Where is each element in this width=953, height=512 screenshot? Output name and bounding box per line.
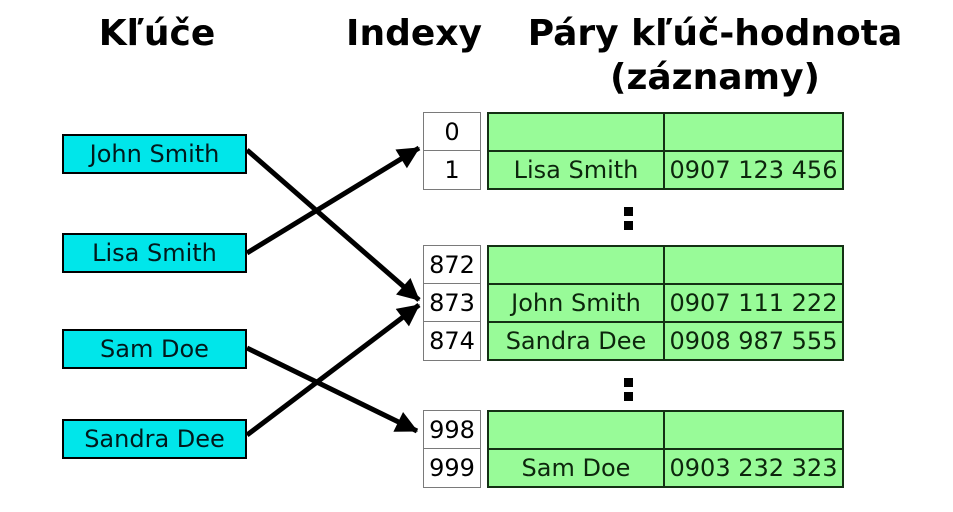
bucket-row: 872 bbox=[423, 245, 844, 285]
key-box-sandra-dee: Sandra Dee bbox=[62, 419, 247, 459]
pairs-heading-line2: (záznamy) bbox=[609, 57, 820, 98]
arrow-lisa-smith-to-1 bbox=[245, 145, 421, 256]
index-cell: 872 bbox=[423, 245, 481, 285]
bucket-row: 873 John Smith 0907 111 222 bbox=[423, 283, 844, 323]
key-cell: John Smith bbox=[487, 283, 665, 323]
value-cell: 0903 232 323 bbox=[663, 448, 844, 488]
index-cell: 1 bbox=[423, 150, 481, 190]
key-label: Sandra Dee bbox=[84, 425, 225, 453]
key-cell bbox=[487, 245, 665, 285]
bucket-row: 999 Sam Doe 0903 232 323 bbox=[423, 448, 844, 488]
key-cell bbox=[487, 410, 665, 450]
index-cell: 999 bbox=[423, 448, 481, 488]
key-box-lisa-smith: Lisa Smith bbox=[62, 233, 247, 273]
arrow-john-smith-to-873 bbox=[245, 148, 421, 302]
bucket-row: 0 bbox=[423, 112, 844, 152]
indexes-heading: Indexy bbox=[346, 13, 482, 54]
value-cell bbox=[663, 245, 844, 285]
value-cell bbox=[663, 112, 844, 152]
key-cell: Sandra Dee bbox=[487, 321, 665, 361]
pairs-heading-line1: Páry kľúč-hodnota bbox=[527, 13, 903, 54]
bucket-group-0-1: 0 1 Lisa Smith 0907 123 456 bbox=[423, 112, 844, 190]
value-cell: 0907 111 222 bbox=[663, 283, 844, 323]
key-box-sam-doe: Sam Doe bbox=[62, 329, 247, 369]
bucket-group-872-874: 872 873 John Smith 0907 111 222 874 Sand… bbox=[423, 245, 844, 361]
key-label: Lisa Smith bbox=[92, 239, 217, 267]
key-cell bbox=[487, 112, 665, 152]
key-cell: Sam Doe bbox=[487, 448, 665, 488]
arrow-sam-doe-to-999 bbox=[245, 345, 419, 434]
index-cell: 998 bbox=[423, 410, 481, 450]
bucket-row: 998 bbox=[423, 410, 844, 450]
value-cell: 0907 123 456 bbox=[663, 150, 844, 190]
bucket-row: 874 Sandra Dee 0908 987 555 bbox=[423, 321, 844, 361]
index-cell: 873 bbox=[423, 283, 481, 323]
index-cell: 0 bbox=[423, 112, 481, 152]
key-box-john-smith: John Smith bbox=[62, 134, 247, 174]
index-cell: 874 bbox=[423, 321, 481, 361]
value-cell bbox=[663, 410, 844, 450]
key-label: John Smith bbox=[89, 140, 220, 168]
bucket-group-998-999: 998 999 Sam Doe 0903 232 323 bbox=[423, 410, 844, 488]
value-cell: 0908 987 555 bbox=[663, 321, 844, 361]
pairs-heading: Páry kľúč-hodnota (záznamy) bbox=[505, 12, 925, 100]
bucket-row: 1 Lisa Smith 0907 123 456 bbox=[423, 150, 844, 190]
key-cell: Lisa Smith bbox=[487, 150, 665, 190]
key-label: Sam Doe bbox=[100, 335, 209, 363]
keys-heading: Kľúče bbox=[98, 13, 216, 54]
arrow-sandra-dee-to-873 bbox=[245, 303, 421, 437]
